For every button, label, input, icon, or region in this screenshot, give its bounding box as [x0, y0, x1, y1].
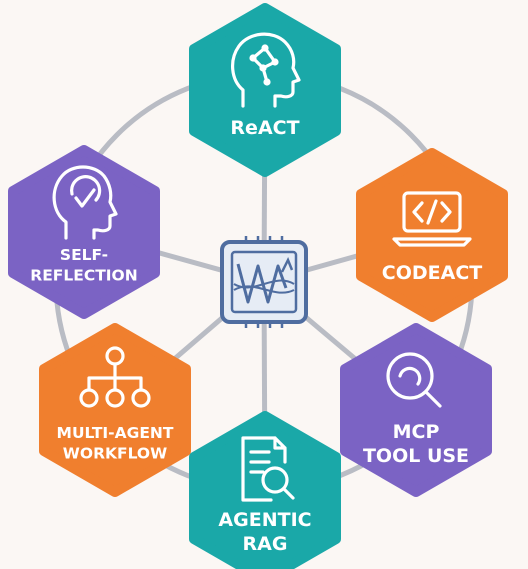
- brain-head-icon: [231, 32, 301, 108]
- node-label-mcp-1: TOOL USE: [363, 445, 469, 467]
- node-hexagon-react: [189, 3, 341, 177]
- node-label-multi-agent-1: WORKFLOW: [63, 445, 167, 463]
- document-search-icon: [241, 436, 295, 502]
- node-label-codeact-0: CODEACT: [382, 262, 482, 284]
- node-hexagon-agentic-rag: [189, 411, 341, 569]
- node-hexagon-multi-agent: [39, 323, 191, 497]
- node-label-agentic-rag-1: RAG: [243, 533, 288, 555]
- center-hub: [220, 236, 308, 328]
- node-self-reflection: SELF- REFLECTION: [8, 145, 160, 319]
- node-label-agentic-rag-0: AGENTIC: [218, 509, 311, 531]
- node-react: ReACT: [189, 3, 341, 177]
- node-label-react-0: ReACT: [230, 117, 299, 139]
- head-check-icon: [52, 165, 118, 240]
- node-hexagon-self-reflection: [8, 145, 160, 319]
- node-label-self-reflection-1: REFLECTION: [30, 267, 137, 285]
- waveform-chip-icon: [230, 236, 298, 328]
- laptop-code-icon: [392, 191, 472, 247]
- node-hexagon-mcp: [340, 323, 492, 497]
- node-label-mcp-0: MCP: [393, 421, 440, 443]
- magnifier-icon: [386, 352, 442, 408]
- node-label-self-reflection-0: SELF-: [60, 246, 108, 264]
- org-chart-icon: [79, 346, 151, 408]
- node-hexagon-codeact: [356, 148, 508, 322]
- node-codeact: CODEACT: [356, 148, 508, 322]
- node-label-multi-agent-0: MULTI-AGENT: [57, 424, 174, 442]
- node-multi-agent: MULTI-AGENT WORKFLOW: [39, 323, 191, 497]
